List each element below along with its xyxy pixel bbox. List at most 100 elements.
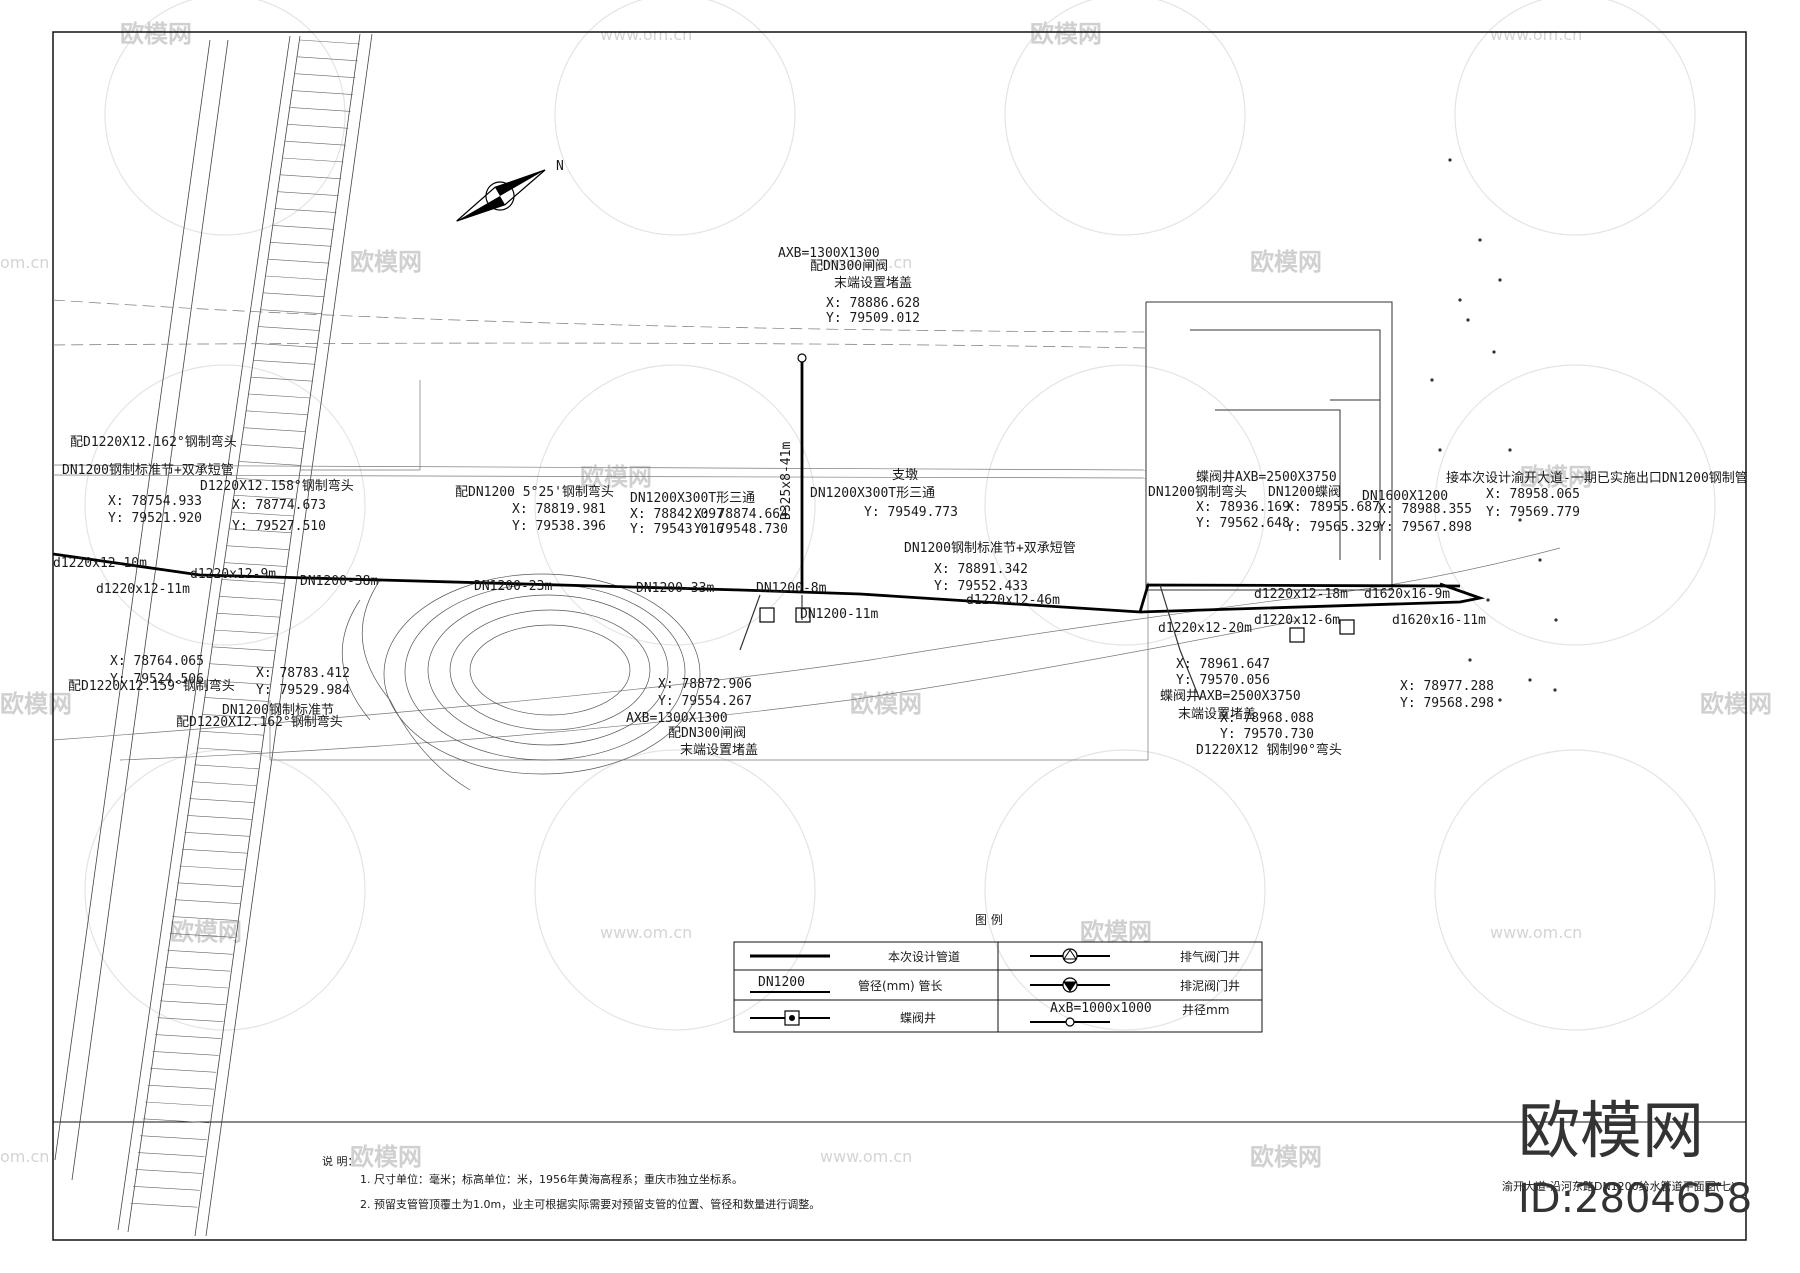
survey-point: [1498, 698, 1502, 702]
road-hatch-line: [236, 477, 299, 483]
svg-text:Y: 79521.920: Y: 79521.920: [108, 511, 202, 526]
pipe-length-labels: DN1200-38m d1220x12-9m DN1200-23m DN1200…: [190, 567, 1486, 636]
svg-text:Y: 79567.898: Y: 79567.898: [1378, 520, 1472, 535]
road-hatch-line: [216, 612, 280, 618]
road-hatch-line: [132, 1185, 200, 1191]
svg-text:蝶阀井AXB=2500X3750: 蝶阀井AXB=2500X3750: [1196, 470, 1337, 485]
watermark-stamp: 欧模网 ID:2804658: [1518, 1094, 1752, 1222]
road-hatch-line: [287, 123, 349, 129]
watermark-brand: 欧模网: [0, 690, 72, 718]
svg-text:Y: 79549.773: Y: 79549.773: [864, 505, 958, 520]
road-hatch-line: [172, 916, 238, 921]
road-hatch-line: [196, 747, 262, 753]
svg-text:DN1200钢制标准节+双承短管: DN1200钢制标准节+双承短管: [904, 541, 1076, 556]
survey-point: [1448, 158, 1452, 162]
road-hatch-line: [189, 798, 254, 803]
svg-text:X: 78955.687: X: 78955.687: [1286, 500, 1380, 515]
svg-text:X: 78783.412: X: 78783.412: [256, 666, 350, 681]
svg-text:X: 78842.097: X: 78842.097: [630, 507, 724, 522]
road-hatch-line: [159, 1000, 226, 1006]
drawing-notes: 说 明： 1. 尺寸单位：毫米；标高单位：米，1956年黄海高程系；重庆市独立坐…: [322, 1154, 820, 1211]
road-hatch-line: [179, 865, 245, 871]
road-hatch-line: [290, 107, 351, 112]
road-hatch: [130, 39, 361, 1208]
svg-text:接本次设计渝开大道-一期已实施出口DN1200钢制管: 接本次设计渝开大道-一期已实施出口DN1200钢制管: [1446, 470, 1748, 486]
svg-text:Y: 79509.012: Y: 79509.012: [826, 311, 920, 326]
watermark-layer: 欧模网 欧模网 www.om.cn www.om.cn 欧模网 欧模网 om.c…: [0, 0, 1772, 1171]
legend-title: 图 例: [975, 913, 1003, 927]
svg-text:配D1220X12.162°钢制弯头: 配D1220X12.162°钢制弯头: [176, 714, 343, 730]
road-hatch-line: [243, 427, 306, 433]
svg-text:末端设置堵盖: 末端设置堵盖: [834, 276, 912, 291]
survey-point: [1492, 350, 1496, 354]
road-hatch-line: [137, 1152, 205, 1157]
watermark-brand: 欧模网: [1250, 1143, 1322, 1171]
survey-point: [1508, 448, 1512, 452]
svg-text:配DN1200 5°25'钢制弯头: 配DN1200 5°25'钢制弯头: [455, 484, 614, 500]
svg-text:DN1600X1200: DN1600X1200: [1362, 489, 1448, 504]
road-hatch-line: [263, 292, 325, 298]
svg-text:d1220x12-20m: d1220x12-20m: [1158, 621, 1252, 636]
svg-text:1. 尺寸单位：毫米；标高单位：米，1956年黄海高程系；重: 1. 尺寸单位：毫米；标高单位：米，1956年黄海高程系；重庆市独立坐标系。: [360, 1172, 743, 1186]
well-size-line-symbol: [1030, 1017, 1110, 1027]
butterfly-valve-pit-symbol: [750, 1010, 830, 1026]
road-hatch-line: [275, 208, 337, 213]
terrain-lines: [52, 299, 1561, 761]
svg-text:X: 78977.288: X: 78977.288: [1400, 679, 1494, 694]
svg-text:D325x8-41m: D325x8-41m: [779, 442, 794, 520]
svg-text:X: 78968.088: X: 78968.088: [1220, 711, 1314, 726]
watermark-url: om.cn: [0, 253, 49, 272]
svg-text:DN1200钢制标准节: DN1200钢制标准节: [222, 703, 334, 718]
svg-text:Y: 79570.730: Y: 79570.730: [1220, 727, 1314, 742]
road-hatch-line: [238, 461, 302, 466]
svg-text:Y: 79565.329: Y: 79565.329: [1286, 520, 1380, 535]
road-hatch-line: [213, 629, 278, 635]
svg-text:DN1200-38m: DN1200-38m: [300, 574, 378, 589]
svg-text:排气阀门井: 排气阀门井: [1180, 949, 1240, 964]
survey-point: [1498, 278, 1502, 282]
road-hatch-line: [218, 595, 283, 601]
svg-text:配DN300闸阀: 配DN300闸阀: [810, 259, 888, 274]
mud-valve-symbol: [1030, 977, 1110, 993]
svg-text:X: 78936.169: X: 78936.169: [1196, 500, 1290, 515]
road-hatch-line: [186, 815, 252, 820]
road-band: [54, 33, 373, 1237]
road-hatch-line: [147, 1084, 214, 1090]
road-hatch-line: [270, 241, 332, 247]
svg-text:本次设计管道: 本次设计管道: [888, 949, 960, 964]
road-hatch-line: [206, 680, 271, 685]
legend: 图 例 DN1200 AxB=1000x1000: [733, 913, 1263, 1033]
title-block: 渝开大道-沿河东路DN1200给水管道平面图(七): [1502, 1179, 1735, 1193]
svg-text:X: 78819.981: X: 78819.981: [512, 502, 606, 517]
road-hatch-line: [299, 39, 361, 45]
svg-text:欧模网: 欧模网: [1518, 1094, 1704, 1167]
watermark-url: www.om.cn: [820, 253, 912, 272]
svg-text:Y: 79570.056: Y: 79570.056: [1176, 673, 1270, 688]
svg-text:X: 78872.906: X: 78872.906: [658, 677, 752, 692]
road-hatch-line: [177, 882, 243, 888]
watermark-url: www.om.cn: [1490, 923, 1582, 942]
contour-hill: [341, 573, 701, 791]
well-size-symbol: AxB=1000x1000: [1050, 1001, 1152, 1016]
road-hatch-line: [142, 1118, 210, 1124]
svg-text:末端设置堵盖: 末端设置堵盖: [1178, 707, 1256, 722]
road-hatch-line: [233, 494, 297, 500]
road-hatch-line: [223, 562, 287, 567]
svg-text:支墩: 支墩: [892, 468, 918, 483]
watermark-brand: 欧模网: [1250, 248, 1322, 276]
building-outline: [1145, 301, 1393, 591]
road-hatch-line: [191, 781, 257, 787]
road-hatch-line: [184, 831, 250, 837]
survey-point: [1468, 658, 1472, 662]
road-hatch-line: [169, 933, 236, 938]
survey-points: [1430, 158, 1558, 702]
svg-text:DN1200蝶阀: DN1200蝶阀: [1268, 485, 1341, 500]
watermark-url: www.om.cn: [600, 25, 692, 44]
svg-text:X: 78961.647: X: 78961.647: [1176, 657, 1270, 672]
watermark-brand: 欧模网: [1700, 690, 1772, 718]
road-hatch-line: [140, 1135, 207, 1141]
survey-point: [1438, 448, 1442, 452]
road-hatch-line: [155, 1034, 221, 1039]
svg-text:X: 78958.065: X: 78958.065: [1486, 487, 1580, 502]
